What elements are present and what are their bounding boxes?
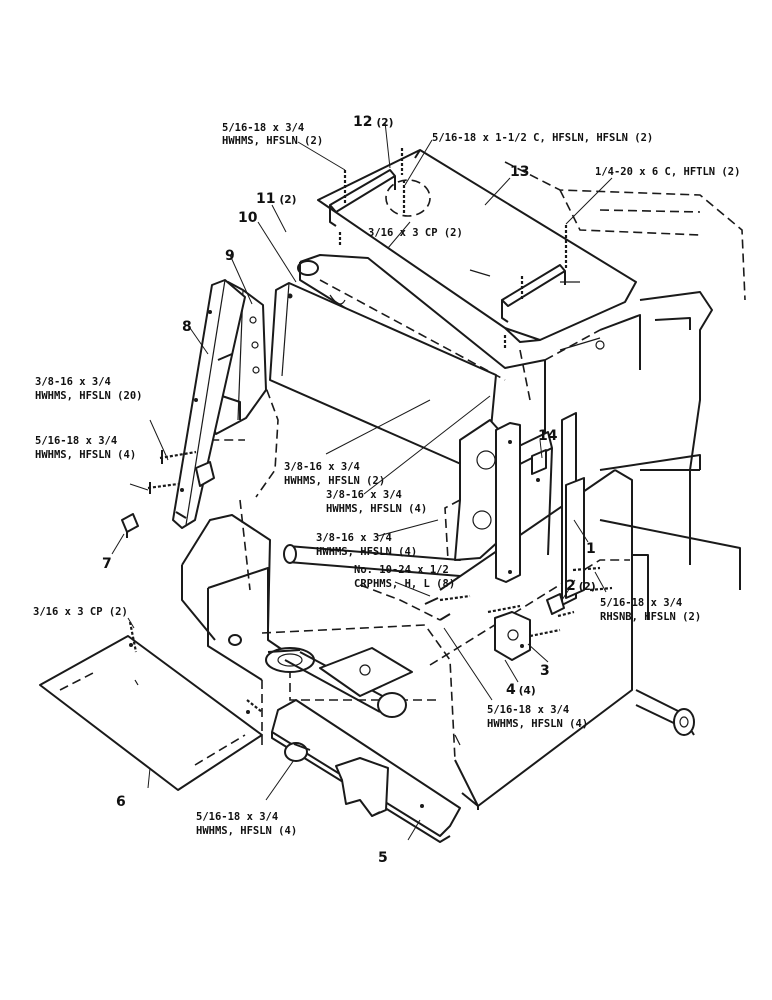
hardware-label: 3/8-16 x 3/4 HWHMS, HFSLN (20) [35,376,142,402]
callout-2: 2(2) [566,578,596,594]
callout-numbers: 12(2) 13 11(2) 10 9 8 7 14 1 2(2) 3 4(4)… [102,114,596,866]
callout-9: 9 [225,248,235,264]
callout-11: 11(2) [256,191,296,207]
bracket-part-12 [329,148,568,350]
callout-3: 3 [540,663,550,679]
hardware-label: 3/8-16 x 3/4 HWHMS, HFSLN (2) [284,461,385,487]
callout-14: 14 [538,428,558,444]
hardware-label: No. 10-24 x 1/2 CRPHMS, H, L (8) [354,564,455,590]
callout-7: 7 [102,556,112,572]
hardware-labels: 5/16-18 x 3/4 HWHMS, HFSLN (2) 5/16-18 x… [33,122,740,837]
clip-part-7 [121,513,139,538]
hardware-label: 5/16-18 x 3/4 HWHMS, HFSLN (4) [196,811,297,837]
hardware-label: 3/16 x 3 CP (2) [33,606,128,618]
callout-13: 13 [510,164,529,180]
callout-12: 12(2) [353,114,393,130]
hardware-label: 5/16-18 x 3/4 HWHMS, HFSLN (4) [487,704,588,730]
lower-plate-part-5 [271,699,461,843]
flat-panel-part-6 [39,621,263,791]
callout-10: 10 [238,210,258,226]
hardware-label: 5/16-18 x 3/4 HWHMS, HFSLN (2) [222,122,323,147]
callout-1: 1 [586,541,596,557]
callout-8: 8 [182,319,192,335]
hardware-label: 1/4-20 x 6 C, HFTLN (2) [595,166,740,178]
hardware-label: 3/16 x 3 CP (2) [368,227,463,239]
right-side-assembly [424,412,613,661]
leader-lines [111,121,613,841]
top-frame [297,254,641,440]
machine-frame [181,161,746,810]
callout-5: 5 [378,850,388,866]
hardware-label: 5/16-18 x 3/4 RHSNB, HFSLN (2) [600,597,701,623]
hardware-label: 5/16-18 x 3/4 HWHMS, HFSLN (4) [35,435,136,461]
callout-4: 4(4) [506,682,536,698]
top-cover-part-13 [317,149,637,343]
hardware-label: 5/16-18 x 1-1/2 C, HFSLN, HFSLN (2) [432,132,653,144]
hardware-label: 3/8-16 x 3/4 HWHMS, HFSLN (4) [316,532,417,558]
hardware-label: 3/8-16 x 3/4 HWHMS, HFSLN (4) [326,489,427,515]
rail-part-8 [147,279,246,529]
callout-6: 6 [116,794,126,810]
